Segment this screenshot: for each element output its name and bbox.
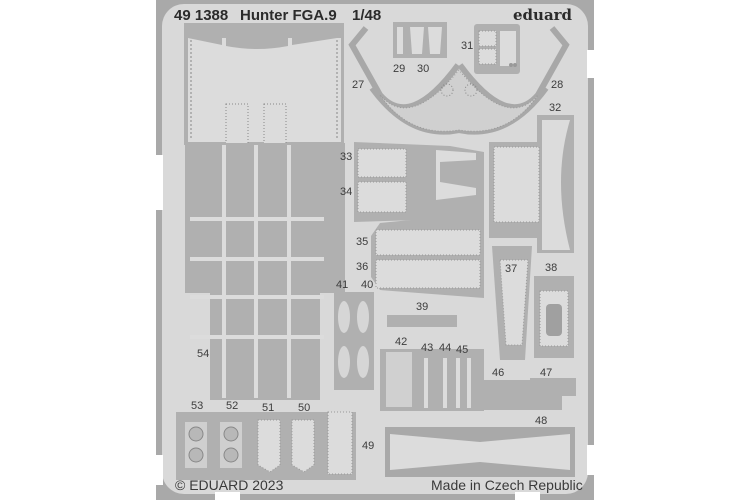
part-label-27: 27 — [352, 79, 365, 91]
part-label-29: 29 — [393, 63, 406, 75]
part-label-37: 37 — [505, 263, 518, 275]
part-label-34: 34 — [340, 186, 353, 198]
part-32 — [489, 115, 574, 253]
part-46-47 — [478, 378, 576, 410]
origin-text: Made in Czech Republic — [431, 477, 583, 493]
part-label-50: 50 — [298, 402, 311, 414]
part-38 — [534, 276, 574, 358]
part-label-47: 47 — [540, 367, 553, 379]
part-label-39: 39 — [416, 301, 429, 313]
kit-name: Hunter FGA.9 — [240, 7, 337, 24]
part-label-35: 35 — [356, 236, 369, 248]
part-label-33: 33 — [340, 151, 353, 163]
part-31 — [474, 24, 520, 74]
part-label-52: 52 — [226, 400, 239, 412]
part-label-51: 51 — [262, 402, 275, 414]
part-label-41: 41 — [336, 279, 349, 291]
part-33-34 — [354, 142, 484, 222]
part-label-45: 45 — [456, 344, 469, 356]
part-40-41 — [334, 292, 374, 390]
part-label-38: 38 — [545, 262, 558, 274]
part-label-44: 44 — [439, 342, 452, 354]
part-label-40: 40 — [361, 279, 374, 291]
part-label-53: 53 — [191, 400, 204, 412]
part-label-49: 49 — [362, 440, 375, 452]
part-54 — [184, 23, 345, 400]
part-label-54: 54 — [197, 348, 210, 360]
part-label-31: 31 — [461, 40, 474, 52]
part-label-28: 28 — [551, 79, 564, 91]
part-49-53 — [176, 411, 356, 480]
copyright-text: © EDUARD 2023 — [175, 477, 284, 493]
part-label-36: 36 — [356, 261, 369, 273]
brand-logo: eduard — [513, 6, 573, 24]
part-label-30: 30 — [417, 63, 430, 75]
part-label-42: 42 — [395, 336, 408, 348]
part-37 — [492, 246, 532, 360]
part-label-48: 48 — [535, 415, 548, 427]
part-35-36 — [371, 213, 484, 298]
part-48 — [385, 427, 575, 477]
part-label-32: 32 — [549, 102, 562, 114]
part-39 — [387, 315, 457, 327]
part-label-43: 43 — [421, 342, 434, 354]
scale-label: 1/48 — [352, 7, 382, 24]
part-29-30 — [393, 22, 447, 58]
part-label-46: 46 — [492, 367, 505, 379]
catalog-number: 49 1388 — [174, 7, 229, 24]
part-42-45 — [380, 349, 484, 411]
